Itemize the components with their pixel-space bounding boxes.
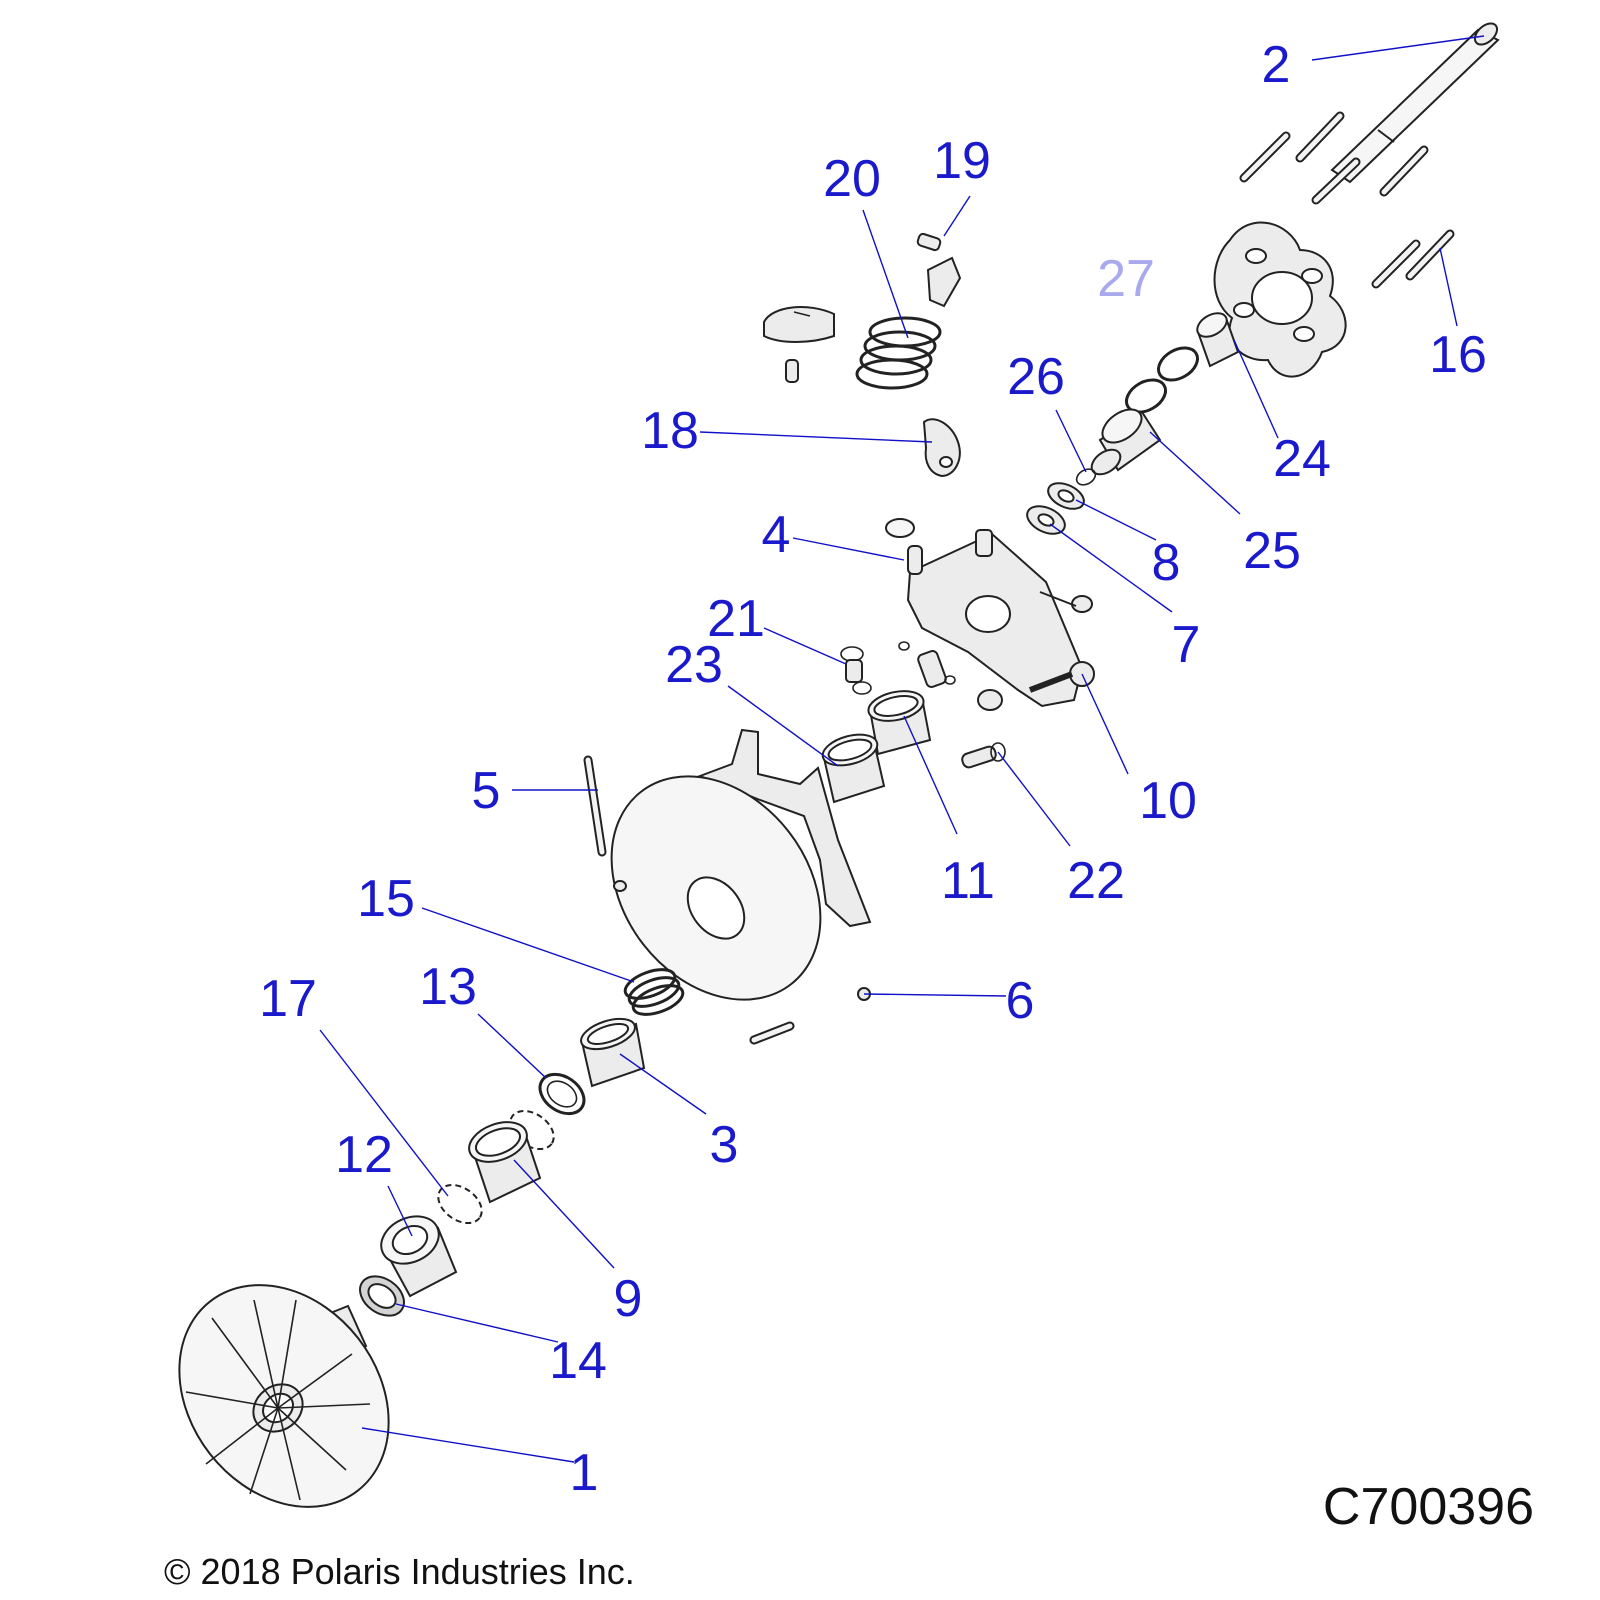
weight-arm-left: [763, 306, 835, 343]
callout-17: 17: [259, 970, 317, 1028]
callout-18: 18: [641, 402, 699, 460]
part-17-ring: [437, 1183, 483, 1225]
part-4-pin: [885, 518, 923, 575]
part-24-bushing: [1196, 312, 1240, 368]
callout-11: 11: [941, 852, 995, 910]
callout-10: 10: [1139, 772, 1197, 830]
figure-code: C700396: [1323, 1478, 1534, 1536]
callout-20: 20: [823, 150, 881, 208]
part-22-roller: [961, 742, 1006, 769]
callout-labels: 2 20 19 27 16 26 18 24 4 25 8 21 7 23 5 …: [259, 36, 1487, 1502]
part-14-ring: [359, 1275, 405, 1317]
callout-22: 22: [1067, 852, 1125, 910]
callout-1: 1: [570, 1444, 599, 1502]
callout-6: 6: [1006, 972, 1035, 1030]
part-23-bushing: [821, 733, 886, 804]
callout-25: 25: [1243, 522, 1301, 580]
moveable-sheave: [610, 728, 872, 1001]
part-25-sleeve: [1090, 408, 1162, 476]
part-19-pin: [916, 232, 942, 252]
part-16-bolts: [1239, 111, 1455, 289]
copyright-notice: © 2018 Polaris Industries Inc.: [164, 1551, 635, 1592]
callout-7: 7: [1172, 616, 1201, 674]
callout-23: 23: [665, 636, 723, 694]
part-2-shaft-bolt: [1330, 22, 1500, 184]
leader-lines: [319, 35, 1485, 1463]
part-5-bolt: [583, 755, 607, 857]
weight-arm-upper: [926, 256, 962, 308]
callout-16: 16: [1429, 326, 1487, 384]
callout-14: 14: [549, 1332, 607, 1390]
part-3-bushing: [580, 1017, 646, 1088]
callout-13: 13: [419, 958, 477, 1016]
part-13-ring: [538, 1072, 586, 1116]
callout-26: 26: [1007, 348, 1065, 406]
callout-2: 2: [1262, 36, 1291, 94]
callout-12: 12: [335, 1126, 393, 1184]
part-9-bushing: [468, 1121, 542, 1204]
callout-15: 15: [357, 870, 415, 928]
part-7-washer: [1026, 505, 1066, 535]
spider-plate: [1213, 221, 1347, 378]
button-pieces: [898, 641, 956, 688]
callout-8: 8: [1152, 534, 1181, 592]
part-12-clutch: [380, 1215, 458, 1298]
part-15-spring: [623, 968, 685, 1016]
callout-5: 5: [472, 762, 501, 820]
callout-3: 3: [710, 1116, 739, 1174]
part-20-spring: [855, 316, 942, 390]
callout-9: 9: [614, 1270, 643, 1328]
small-pin: [785, 359, 799, 383]
part-1-fixed-sheave: [178, 1284, 390, 1508]
moveable-sheave-housing: [906, 529, 1093, 708]
callout-4: 4: [762, 506, 791, 564]
part-27-washers: [1125, 346, 1199, 414]
callout-21: 21: [707, 590, 765, 648]
pin-lower: [749, 1021, 795, 1045]
part-18-weight: [922, 418, 961, 478]
callout-27: 27: [1097, 250, 1155, 308]
part-21-spacer: [840, 646, 872, 695]
callout-19: 19: [933, 132, 991, 190]
callout-24: 24: [1273, 430, 1331, 488]
part-26-oring: [1075, 468, 1097, 486]
